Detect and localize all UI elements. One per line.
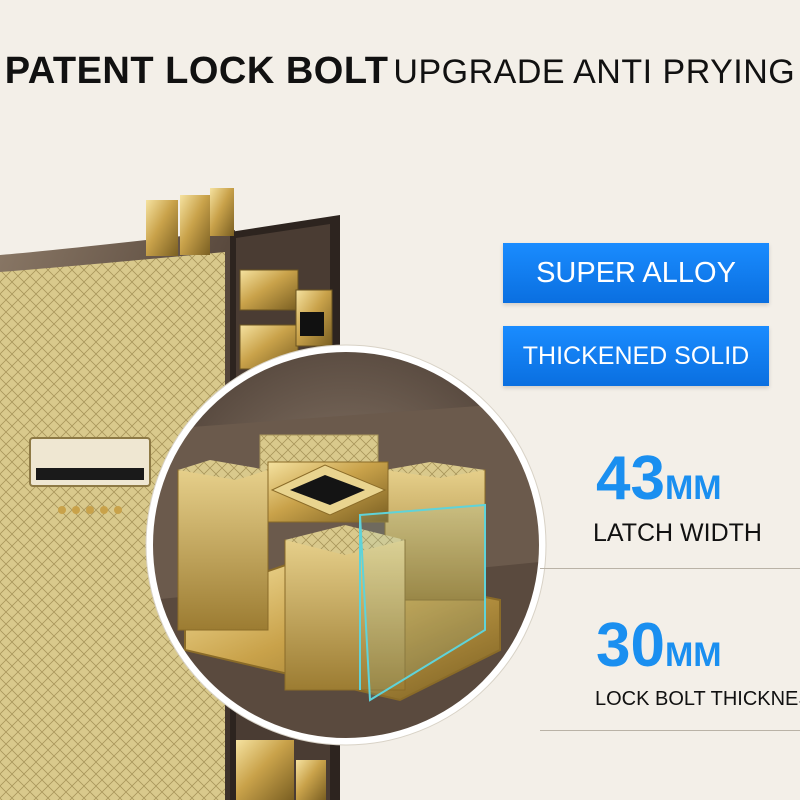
latch-width-value: 43MM xyxy=(596,443,722,514)
thickened-solid-label: THICKENED SOLID xyxy=(522,341,750,370)
headline-secondary: UPGRADE ANTI PRYING xyxy=(393,53,796,91)
thickened-solid-badge: THICKENED SOLID xyxy=(503,326,769,386)
headline-primary: PATENT LOCK BOLT xyxy=(4,50,389,92)
bolt-thickness-label: LOCK BOLT THICKNESS xyxy=(595,688,800,710)
latch-width-number: 43 xyxy=(596,444,665,513)
brand-plate xyxy=(29,437,151,514)
bolt-thickness-value: 30MM xyxy=(596,610,722,681)
latch-width-unit: MM xyxy=(664,469,722,507)
bottom-lock-bolts xyxy=(236,740,326,800)
magnifier-lens xyxy=(145,344,547,746)
latch-width-label: LATCH WIDTH xyxy=(593,519,762,547)
spec-divider xyxy=(540,568,800,569)
spec-divider xyxy=(540,730,800,731)
top-lock-bolts xyxy=(146,188,234,256)
super-alloy-label: SUPER ALLOY xyxy=(536,256,736,289)
bolt-thickness-number: 30 xyxy=(596,611,665,680)
headline: PATENT LOCK BOLT UPGRADE ANTI PRYING xyxy=(0,50,800,93)
super-alloy-badge: SUPER ALLOY xyxy=(503,243,769,303)
bolt-thickness-unit: MM xyxy=(664,636,722,674)
